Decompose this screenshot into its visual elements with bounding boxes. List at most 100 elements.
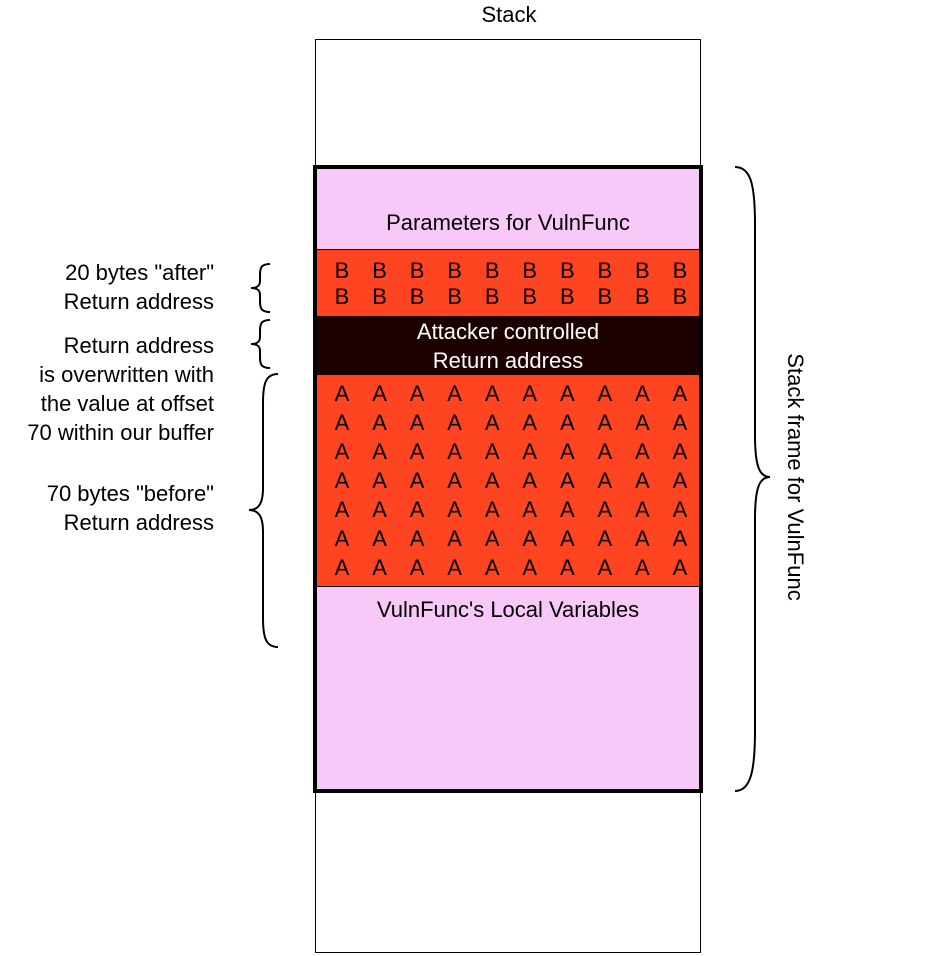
b-byte-byte: B bbox=[484, 258, 500, 283]
brace-after-icon bbox=[250, 263, 271, 313]
a-byte-byte: A bbox=[409, 410, 425, 435]
return-address-region: Attacker controlled Return address bbox=[317, 316, 699, 375]
a-byte-byte: A bbox=[334, 526, 350, 551]
local-variables-label: VulnFunc's Local Variables bbox=[376, 597, 640, 622]
annotation-overwritten: Return address is overwritten with the v… bbox=[27, 331, 214, 447]
a-byte-byte: A bbox=[597, 526, 613, 551]
a-byte-byte: A bbox=[522, 497, 538, 522]
a-byte-byte: A bbox=[372, 497, 387, 522]
a-byte-byte: A bbox=[372, 381, 387, 406]
annotation-overwritten-line4: 70 within our buffer bbox=[27, 420, 214, 445]
a-byte-byte: A bbox=[672, 555, 688, 580]
stack-frame-label-text: Stack frame for VulnFunc bbox=[783, 353, 808, 601]
a-byte-byte: A bbox=[409, 468, 425, 493]
a-byte-byte: A bbox=[597, 410, 613, 435]
a-byte-byte: A bbox=[447, 526, 462, 551]
annotation-after-line1: 20 bytes "after" bbox=[65, 260, 214, 285]
a-byte-byte: A bbox=[559, 410, 575, 435]
a-byte-byte: A bbox=[334, 555, 350, 580]
a-byte-byte: A bbox=[672, 497, 688, 522]
b-byte-byte: B bbox=[522, 284, 538, 309]
a-byte-byte: A bbox=[372, 468, 387, 493]
a-byte-byte: A bbox=[559, 468, 575, 493]
a-byte-byte: A bbox=[484, 468, 500, 493]
a-byte-byte: A bbox=[334, 497, 350, 522]
a-byte-byte: A bbox=[597, 497, 613, 522]
a-byte-byte: A bbox=[334, 410, 350, 435]
a-byte-byte: A bbox=[484, 410, 500, 435]
a-byte-byte: A bbox=[372, 526, 387, 551]
annotation-overwritten-line2: is overwritten with bbox=[39, 362, 214, 387]
a-byte-byte: A bbox=[447, 410, 462, 435]
a-byte-byte: A bbox=[409, 526, 425, 551]
a-byte-byte: A bbox=[672, 439, 688, 464]
b-byte-byte: B bbox=[334, 258, 350, 283]
a-byte-byte: A bbox=[672, 381, 688, 406]
annotation-after-line2: Return address bbox=[63, 289, 214, 314]
a-byte-byte: A bbox=[447, 555, 462, 580]
a-byte-byte: A bbox=[447, 497, 462, 522]
annotation-before-line2: Return address bbox=[63, 510, 214, 535]
a-byte-byte: A bbox=[334, 439, 350, 464]
b-byte-byte: B bbox=[447, 258, 462, 283]
return-address-line1: Attacker controlled bbox=[416, 318, 600, 344]
b-byte-byte: B bbox=[635, 284, 650, 309]
a-byte-byte: A bbox=[522, 381, 538, 406]
brace-stack-frame-icon bbox=[734, 166, 771, 792]
annotation-overwritten-line1: Return address bbox=[63, 333, 214, 358]
a-byte-byte: A bbox=[559, 439, 575, 464]
a-byte-byte: A bbox=[334, 381, 350, 406]
b-byte-byte: B bbox=[447, 284, 462, 309]
a-byte-byte: A bbox=[672, 526, 688, 551]
separator-params bbox=[317, 249, 699, 250]
b-byte-byte: B bbox=[559, 258, 575, 283]
a-byte-byte: A bbox=[635, 497, 650, 522]
a-byte-byte: A bbox=[372, 410, 387, 435]
a-byte-byte: A bbox=[522, 439, 538, 464]
a-byte-byte: A bbox=[484, 439, 500, 464]
a-byte-byte: A bbox=[409, 381, 425, 406]
b-byte-byte: B bbox=[597, 284, 613, 309]
a-byte-byte: A bbox=[635, 439, 650, 464]
b-byte-byte: B bbox=[559, 284, 575, 309]
b-byte-byte: B bbox=[372, 258, 387, 283]
a-byte-byte: A bbox=[447, 381, 462, 406]
b-byte-byte: B bbox=[334, 284, 350, 309]
annotation-bytes-after: 20 bytes "after" Return address bbox=[64, 258, 214, 316]
a-byte-byte: A bbox=[372, 439, 387, 464]
a-byte-byte: A bbox=[522, 468, 538, 493]
a-byte-byte: A bbox=[635, 555, 650, 580]
brace-return-icon bbox=[250, 319, 271, 369]
a-byte-byte: A bbox=[597, 381, 613, 406]
b-byte-byte: B bbox=[522, 258, 538, 283]
a-byte-byte: A bbox=[635, 381, 650, 406]
a-byte-byte: A bbox=[447, 468, 462, 493]
a-byte-byte: A bbox=[484, 497, 500, 522]
a-byte-byte: A bbox=[409, 497, 425, 522]
b-byte-byte: B bbox=[635, 258, 650, 283]
a-byte-byte: A bbox=[635, 410, 650, 435]
b-byte-byte: B bbox=[484, 284, 500, 309]
annotation-overwritten-line3: the value at offset bbox=[40, 391, 214, 416]
annotation-bytes-before: 70 bytes "before" Return address bbox=[47, 479, 214, 537]
a-byte-byte: A bbox=[559, 526, 575, 551]
a-byte-byte: A bbox=[522, 555, 538, 580]
a-byte-byte: A bbox=[672, 468, 688, 493]
a-byte-byte: A bbox=[559, 555, 575, 580]
a-byte-byte: A bbox=[447, 439, 462, 464]
separator-locals bbox=[317, 586, 699, 587]
a-byte-byte: A bbox=[334, 468, 350, 493]
brace-before-icon bbox=[248, 373, 279, 648]
a-byte-byte: A bbox=[597, 555, 613, 580]
a-byte-byte: A bbox=[484, 555, 500, 580]
a-byte-byte: A bbox=[635, 468, 650, 493]
a-byte-byte: A bbox=[372, 555, 387, 580]
parameters-label: Parameters for VulnFunc bbox=[386, 210, 630, 235]
